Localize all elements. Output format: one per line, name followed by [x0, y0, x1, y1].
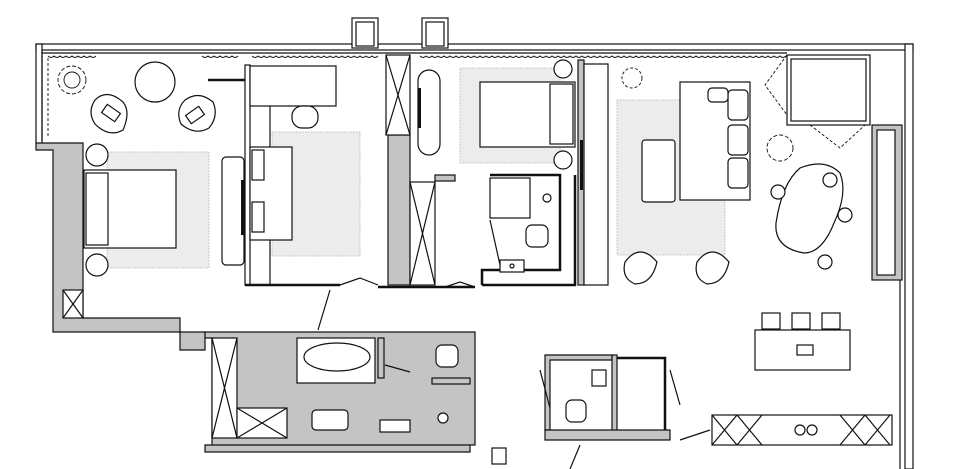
main-bathroom: [204, 331, 476, 453]
balcony: [764, 54, 871, 149]
plant: [57, 65, 87, 95]
kitchen: [711, 312, 893, 446]
bedroom-2: [417, 59, 583, 190]
doors: [317, 277, 711, 469]
ensuite-bath: [489, 177, 552, 273]
living-room: [616, 67, 751, 285]
study: [249, 65, 361, 285]
armchair: [178, 94, 216, 132]
bedroom-1: [57, 61, 245, 319]
curtains: [47, 55, 793, 138]
dining: [766, 134, 853, 270]
wc: [544, 354, 671, 441]
electrical-panel: [491, 447, 507, 465]
interior-walls: [208, 54, 609, 289]
armchair: [90, 93, 128, 134]
